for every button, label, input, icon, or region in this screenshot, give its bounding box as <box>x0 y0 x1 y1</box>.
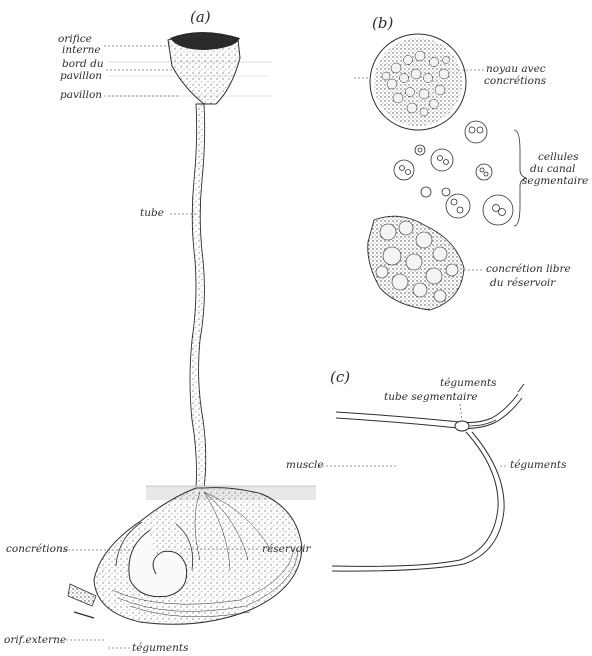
label-tube: tube <box>140 207 164 219</box>
label-bord-line2: pavillon <box>60 70 102 82</box>
label-teguments-a: téguments <box>132 642 189 654</box>
figure-b: (b) <box>354 14 588 310</box>
label-muscle: muscle <box>286 459 324 471</box>
figure-a-label: (a) <box>190 8 211 26</box>
figure-c-label: (c) <box>330 368 350 386</box>
label-noyau-line1: noyau avec <box>486 63 546 75</box>
noyau-circle <box>370 34 466 130</box>
label-bord-line1: bord du <box>62 58 104 70</box>
label-reservoir: réservoir <box>262 543 311 555</box>
reservoir <box>68 488 302 625</box>
label-pavillon: pavillon <box>60 89 102 101</box>
figure-c: (c) téguments tube segmentaire muscle té… <box>286 368 567 571</box>
tube-segmentaire-diagram <box>332 384 524 571</box>
label-orif-externe: orif.externe <box>4 634 66 646</box>
label-concretions: concrétions <box>6 543 69 555</box>
figure-b-label: (b) <box>372 14 393 32</box>
tube-segment <box>190 104 206 488</box>
label-teguments-right: téguments <box>510 459 567 471</box>
label-tube-segmentaire: tube segmentaire <box>384 391 478 403</box>
label-cellules-line1: cellules <box>538 151 579 163</box>
label-concretion-line1: concrétion libre <box>486 263 571 275</box>
concretion-cluster <box>368 216 464 310</box>
label-concretion-line2: du réservoir <box>490 277 556 289</box>
label-teguments-top: téguments <box>440 377 497 389</box>
label-cellules-line3: segmentaire <box>522 175 588 187</box>
pavillon-funnel <box>168 32 240 104</box>
cellules-group <box>394 121 513 225</box>
label-noyau-line2: concrétions <box>484 75 547 87</box>
label-orifice-line2: interne <box>62 44 101 56</box>
label-cellules-line2: du canal <box>530 163 575 175</box>
figure-a: (a) <box>4 8 316 654</box>
